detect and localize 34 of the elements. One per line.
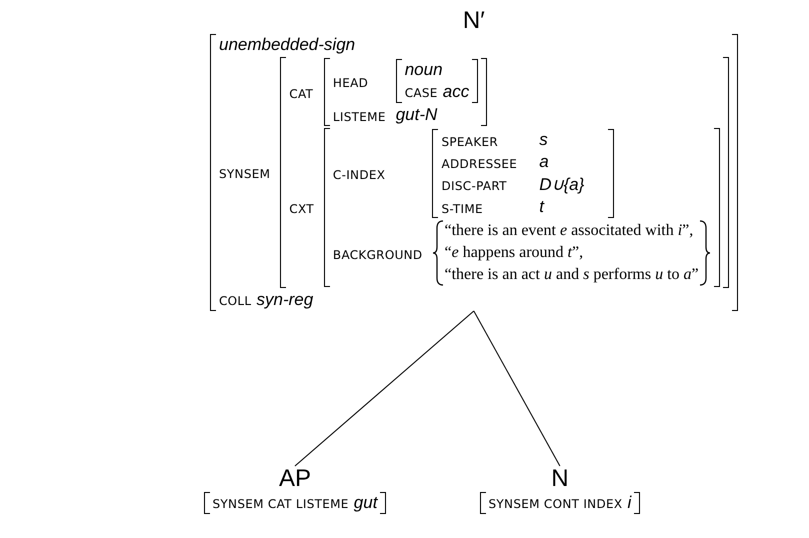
tree-branch — [473, 310, 560, 466]
feature-name: COLL — [219, 294, 252, 308]
category-label: AP — [278, 466, 311, 492]
feature-value: t — [539, 197, 544, 216]
feature-name: SPEAKER — [441, 134, 498, 148]
feature-value: D∪{a} — [539, 175, 584, 194]
category-label: N′ — [462, 8, 485, 34]
feature-value: gut — [354, 493, 378, 512]
feature-name: SYNSEM CONT INDEX — [488, 497, 622, 511]
feature-name: CAT — [289, 86, 314, 100]
tree-branch — [294, 310, 474, 466]
feature-value: gut-N — [396, 105, 438, 124]
feature-name: SYNSEM — [219, 167, 270, 181]
feature-value: s — [539, 130, 548, 149]
feature-value: acc — [442, 82, 470, 101]
feature-name: DISC-PART — [441, 179, 507, 193]
feature-value: a — [539, 152, 549, 171]
feature-name: SYNSEM CAT LISTEME — [212, 497, 349, 511]
feature-name: S-TIME — [441, 202, 483, 216]
feature-name: HEAD — [332, 76, 368, 90]
feature-value: noun — [404, 60, 443, 79]
feature-value: unembedded-sign — [219, 35, 356, 54]
feature-name: CASE — [404, 86, 438, 100]
feature-value: i — [628, 493, 632, 512]
feature-name: ADDRESSEE — [441, 156, 518, 170]
feature-name: BACKGROUND — [332, 248, 422, 262]
category-label: N — [551, 466, 569, 492]
quoted-statement: “there is an act u and s performs u to a” — [444, 265, 699, 285]
feature-name: CXT — [289, 202, 314, 216]
feature-name: LISTEME — [332, 110, 386, 124]
quoted-statement: “there is an event e associtated with i”, — [444, 221, 694, 241]
quoted-statement: “e happens around t”, — [444, 243, 584, 263]
feature-value: syn-reg — [256, 290, 314, 309]
feature-name: C-INDEX — [332, 168, 386, 182]
